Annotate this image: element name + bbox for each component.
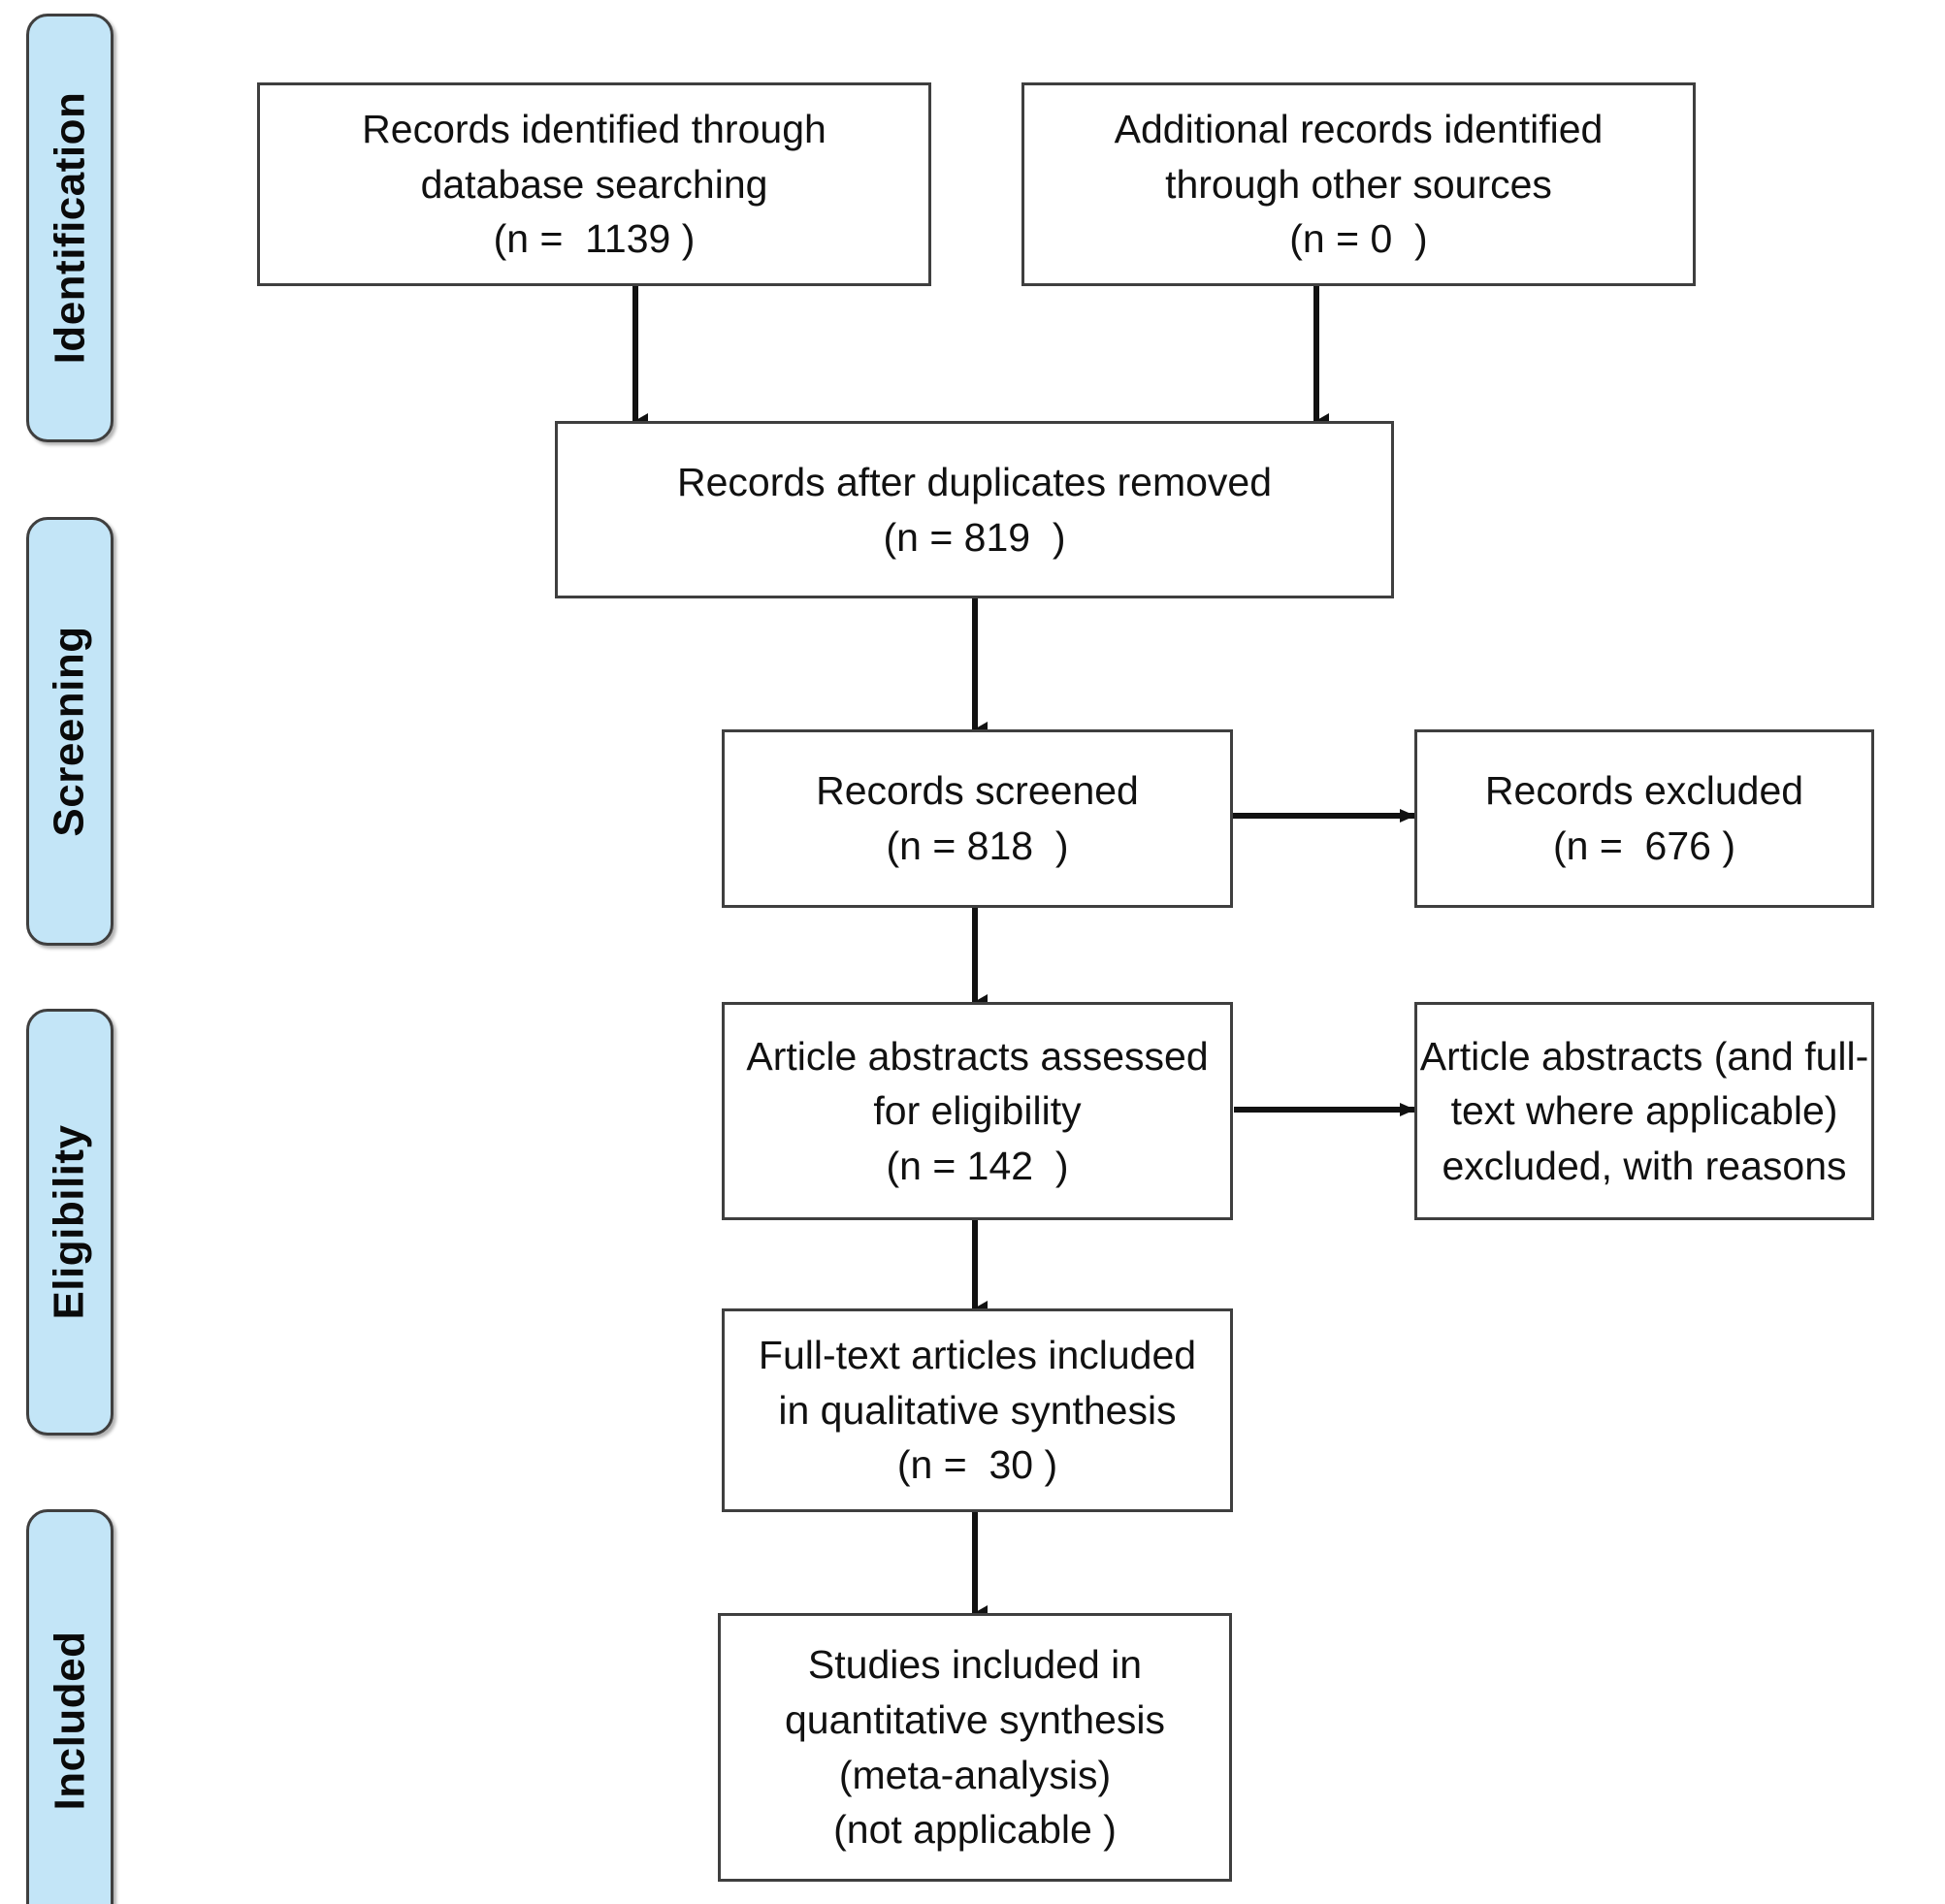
box-studies-included-quantitative-line3: (meta-analysis)	[838, 1752, 1112, 1797]
box-fulltext-included-qualitative-line1: Full-text articles included	[758, 1333, 1197, 1378]
phase-label-included-text: Included	[46, 1630, 93, 1811]
box-records-identified-database: Records identified through database sear…	[257, 82, 931, 286]
phase-label-eligibility: Eligibility	[26, 1009, 113, 1436]
phase-label-screening-text: Screening	[46, 626, 93, 837]
phase-label-identification: Identification	[26, 14, 113, 442]
phase-label-identification-text: Identification	[46, 91, 93, 365]
phase-label-included: Included	[26, 1509, 113, 1904]
box-abstracts-assessed-line2: for eligibility	[873, 1088, 1082, 1134]
box-studies-included-quantitative: Studies included in quantitative synthes…	[718, 1613, 1232, 1882]
box-fulltext-included-qualitative-count: (n = 30 )	[896, 1442, 1058, 1488]
box-studies-included-quantitative-line2: quantitative synthesis	[784, 1696, 1165, 1742]
box-fulltext-included-qualitative: Full-text articles included in qualitati…	[722, 1308, 1233, 1512]
box-abstracts-excluded-line2: text where applicable)	[1450, 1088, 1838, 1134]
box-fulltext-included-qualitative-line2: in qualitative synthesis	[778, 1387, 1177, 1433]
box-records-screened-line1: Records screened	[816, 768, 1139, 814]
box-records-screened: Records screened (n = 818 )	[722, 729, 1233, 908]
box-additional-records-other-sources-line2: through other sources	[1165, 161, 1552, 207]
box-records-identified-database-line1: Records identified through	[362, 107, 827, 152]
box-records-after-duplicates-removed: Records after duplicates removed (n = 81…	[555, 421, 1394, 598]
box-additional-records-other-sources-line1: Additional records identified	[1114, 107, 1604, 152]
box-studies-included-quantitative-line4: (not applicable )	[833, 1807, 1117, 1853]
box-records-excluded-count: (n = 676 )	[1552, 823, 1736, 868]
box-abstracts-excluded: Article abstracts (and full- text where …	[1414, 1002, 1874, 1220]
box-abstracts-assessed-line1: Article abstracts assessed	[746, 1033, 1209, 1079]
box-abstracts-assessed-count: (n = 142 )	[886, 1143, 1069, 1188]
box-records-screened-count: (n = 818 )	[886, 823, 1069, 868]
box-studies-included-quantitative-line1: Studies included in	[807, 1642, 1143, 1688]
box-records-after-duplicates-removed-line1: Records after duplicates removed	[676, 459, 1273, 504]
box-abstracts-excluded-line3: excluded, with reasons	[1442, 1143, 1847, 1188]
phase-label-eligibility-text: Eligibility	[46, 1124, 94, 1320]
box-records-identified-database-line2: database searching	[420, 161, 768, 207]
phase-label-screening: Screening	[26, 517, 113, 946]
box-records-excluded: Records excluded (n = 676 )	[1414, 729, 1874, 908]
box-records-after-duplicates-removed-count: (n = 819 )	[883, 514, 1066, 560]
box-additional-records-other-sources: Additional records identified through ot…	[1021, 82, 1696, 286]
box-additional-records-other-sources-count: (n = 0 )	[1289, 216, 1428, 262]
box-abstracts-assessed: Article abstracts assessed for eligibili…	[722, 1002, 1233, 1220]
box-records-excluded-line1: Records excluded	[1484, 768, 1804, 814]
box-abstracts-excluded-line1: Article abstracts (and full-	[1419, 1033, 1869, 1079]
box-records-identified-database-count: (n = 1139 )	[493, 216, 696, 262]
